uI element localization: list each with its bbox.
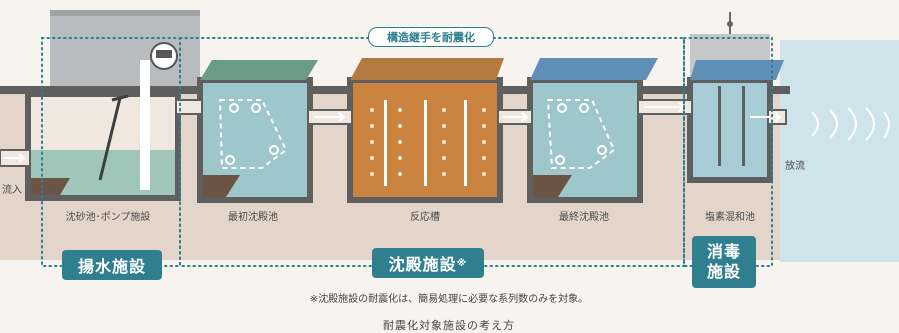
label-primary: 最初沈殿池 (228, 212, 278, 223)
chlorine-tank (687, 77, 773, 183)
label-discharge: 放流 (785, 161, 805, 172)
label-reaction: 反応槽 (410, 212, 440, 223)
badge-disinfection-line2: 施設 (706, 262, 741, 281)
badge-pumping-text: 揚水施設 (77, 257, 146, 276)
badge-sedimentation-text: 沈殿施設 (388, 255, 457, 274)
badge-disinfection: 消毒 施設 (692, 236, 756, 288)
badge-disinfection-line1: 消毒 (706, 242, 741, 261)
pump-building (50, 10, 200, 86)
footnote: ※沈殿施設の耐震化は、簡易処理に必要な系列数のみを対象。 (309, 294, 589, 305)
river-waves (811, 107, 890, 141)
label-inflow: 流入 (2, 185, 22, 196)
badge-sedimentation: 沈殿施設※ (372, 248, 484, 278)
label-chlorine: 塩素混和池 (705, 212, 755, 223)
river (780, 40, 899, 262)
flow-arrows (4, 102, 782, 163)
structural-joint-label: 構造継手を耐震化 (368, 27, 494, 47)
badge-pumping: 揚水施設 (62, 250, 162, 280)
label-final: 最終沈殿池 (559, 212, 609, 223)
label-grit-pump: 沈砂池･ポンプ施設 (65, 212, 151, 223)
figure-caption: 耐震化対象施設の考え方 (383, 319, 515, 332)
badge-sedimentation-mark: ※ (456, 257, 468, 269)
